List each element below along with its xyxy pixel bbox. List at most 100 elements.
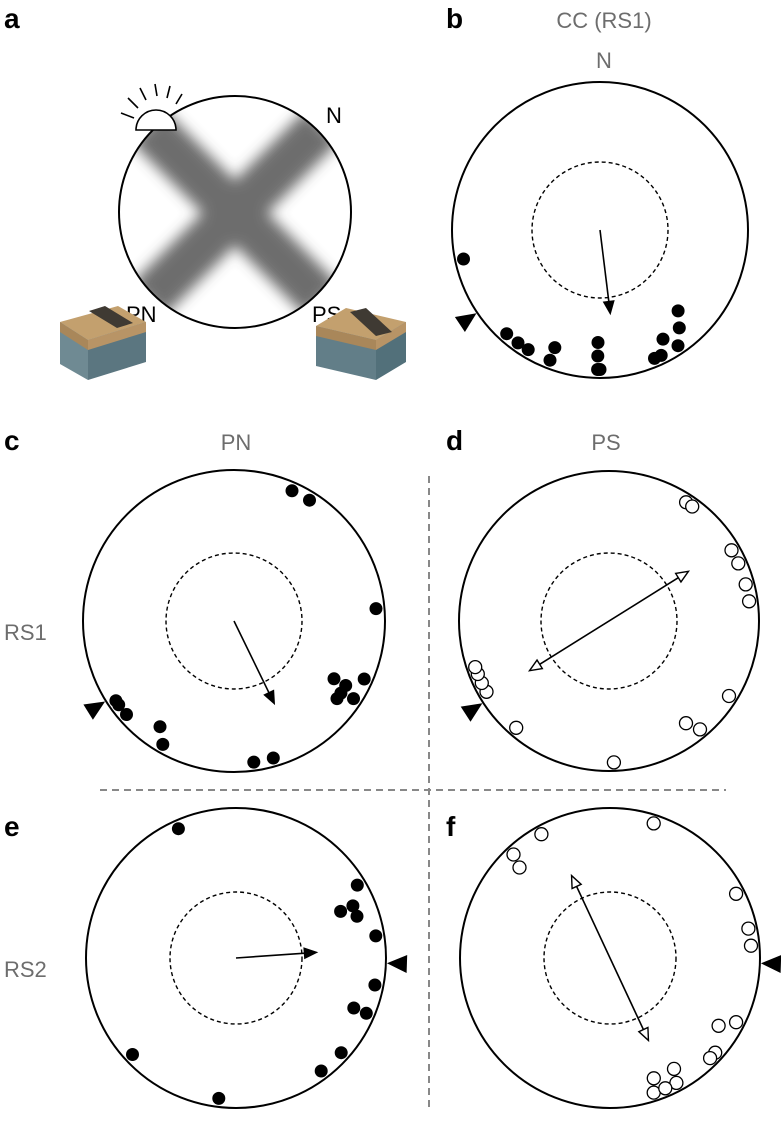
- data-point: [350, 878, 364, 892]
- data-point: [672, 321, 686, 335]
- significance-circle: [540, 552, 678, 690]
- mean-vector-line: [233, 620, 272, 697]
- axial-vector-line: [535, 574, 683, 668]
- mean-vector-line: [235, 952, 309, 959]
- data-point: [339, 679, 353, 692]
- data-point: [266, 751, 280, 765]
- data-point: [509, 720, 524, 735]
- data-point: [357, 672, 371, 686]
- data-point: [721, 688, 737, 704]
- data-point: [368, 978, 382, 992]
- data-point: [646, 816, 661, 831]
- data-point: [506, 847, 521, 862]
- panel-c-plot: [82, 469, 386, 773]
- data-point: [285, 484, 299, 498]
- data-point: [346, 899, 360, 913]
- arrowhead-marker-icon: [460, 703, 483, 722]
- data-point: [692, 722, 708, 737]
- panel-a-north-label: N: [326, 103, 342, 128]
- data-point: [347, 1001, 361, 1015]
- significance-circle: [169, 891, 303, 1025]
- data-point: [347, 692, 360, 706]
- panel-letter-a: a: [4, 3, 20, 34]
- data-point: [109, 694, 123, 708]
- data-point: [511, 336, 525, 350]
- data-point: [724, 543, 739, 558]
- data-point: [334, 1046, 348, 1060]
- data-point: [457, 252, 470, 266]
- data-point: [512, 860, 527, 875]
- data-point: [212, 1091, 226, 1105]
- data-point: [548, 341, 562, 355]
- panel-d-plot: [458, 470, 760, 772]
- panel-a-arena: [118, 95, 352, 329]
- outer-circle: [85, 807, 387, 1109]
- data-point: [591, 349, 605, 363]
- panel-letter-b: b: [446, 3, 463, 34]
- significance-circle: [165, 552, 303, 690]
- row-label-rs2: RS2: [4, 957, 47, 982]
- data-point: [728, 1015, 744, 1030]
- data-point: [153, 720, 167, 734]
- data-point: [743, 938, 759, 953]
- panel-b-plot: [451, 81, 749, 379]
- data-point: [543, 353, 557, 367]
- mean-vector-head: [263, 689, 276, 706]
- data-point: [500, 327, 514, 341]
- panel-b-north-label: N: [596, 48, 612, 73]
- box-icon-pn: [60, 306, 146, 380]
- data-point: [656, 332, 670, 346]
- data-point: [654, 348, 668, 362]
- data-point: [702, 1050, 718, 1066]
- data-point: [591, 336, 605, 349]
- data-point: [171, 822, 185, 836]
- axial-vector-head: [674, 570, 691, 584]
- data-point: [671, 304, 685, 318]
- panel-letter-e: e: [4, 811, 20, 842]
- axial-vector-line: [574, 882, 646, 1034]
- arrowhead-marker-icon: [83, 701, 106, 720]
- outer-circle: [458, 470, 760, 772]
- data-point: [671, 339, 685, 353]
- outer-circle: [82, 469, 386, 773]
- data-point: [120, 708, 133, 721]
- row-label-rs1: RS1: [4, 620, 47, 645]
- data-point: [521, 343, 535, 357]
- data-point: [334, 904, 348, 918]
- data-point: [369, 929, 383, 943]
- axial-vector-head: [637, 1026, 650, 1043]
- mean-vector-head: [602, 300, 615, 316]
- panel-letter-d: d: [446, 425, 463, 456]
- data-point: [741, 921, 756, 936]
- axial-vector-head: [527, 658, 544, 672]
- data-point: [658, 1081, 673, 1096]
- panel-f-plot: [459, 807, 781, 1109]
- arrowhead-marker-icon: [760, 955, 781, 973]
- box-icon-ps: [316, 308, 406, 380]
- data-point: [593, 363, 607, 376]
- data-point: [468, 659, 483, 675]
- panel-letter-f: f: [446, 811, 456, 842]
- data-point: [731, 556, 746, 571]
- sun-icon: [120, 83, 183, 131]
- data-point: [350, 909, 364, 923]
- data-point: [685, 499, 700, 514]
- panel-b-title: CC (RS1): [556, 8, 651, 33]
- panel-e-plot: [85, 807, 408, 1109]
- data-point: [728, 886, 744, 901]
- data-point: [666, 1061, 682, 1077]
- data-point: [247, 755, 261, 769]
- data-point: [606, 755, 622, 770]
- significance-circle: [531, 161, 669, 299]
- data-point: [126, 1048, 139, 1061]
- significance-circle: [543, 891, 677, 1025]
- data-point: [534, 827, 549, 842]
- panel-letter-c: c: [4, 425, 20, 456]
- data-point: [314, 1064, 328, 1078]
- data-point: [678, 716, 694, 731]
- axial-vector-head: [570, 873, 583, 890]
- data-point: [646, 1071, 661, 1086]
- column-label-ps: PS: [591, 430, 620, 455]
- outer-circle: [451, 81, 749, 379]
